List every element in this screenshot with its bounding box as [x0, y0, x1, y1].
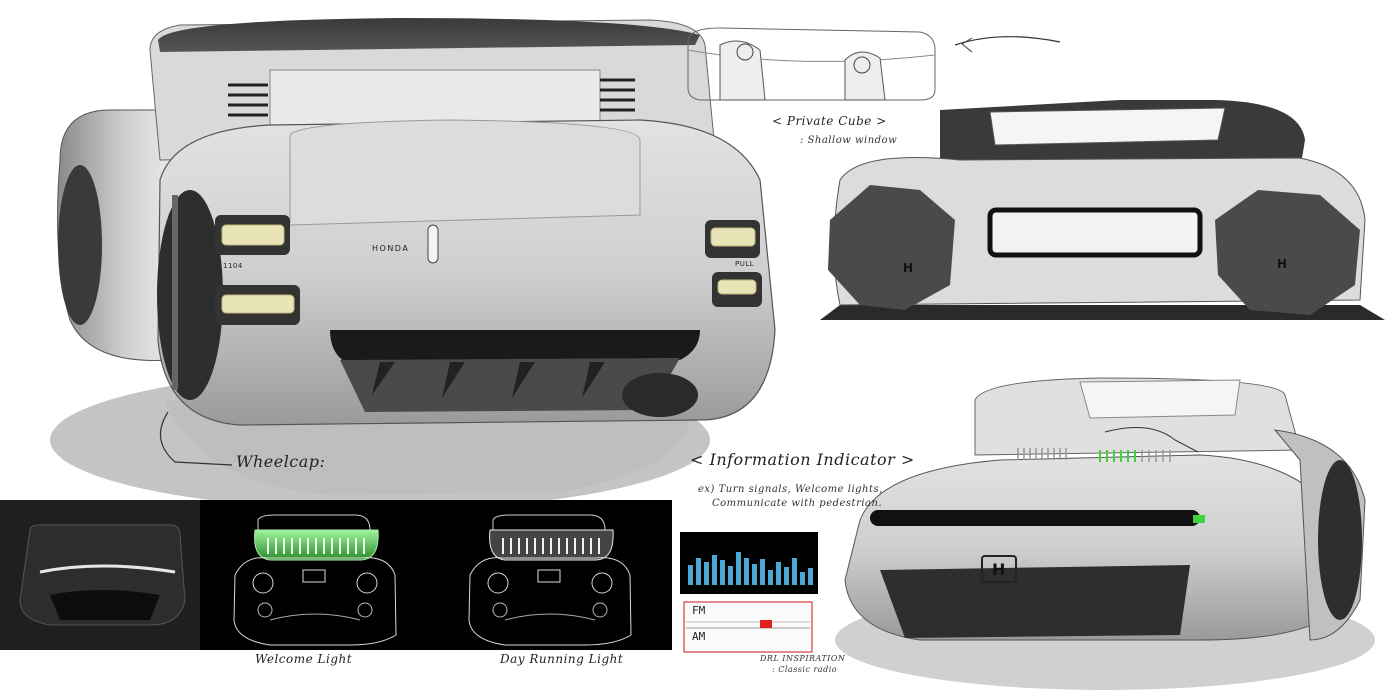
day-running-light-caption: Day Running Light: [500, 652, 624, 666]
main-car-lamps: [215, 215, 762, 325]
private-cube-annotation: < Private Cube >: [772, 114, 887, 128]
main-car-center-handle: [427, 224, 439, 264]
main-car-render: [50, 18, 776, 510]
svg-text:H: H: [1277, 257, 1287, 271]
main-car-front-wheel-right: [622, 373, 698, 417]
honda-h-logo-icon: H: [981, 555, 1017, 583]
main-car-roof: [158, 18, 700, 52]
main-car-front-wheel-left: [157, 190, 223, 400]
welcome-light-car: [233, 514, 397, 646]
information-indicator-annotation: < Information Indicator >: [690, 450, 915, 469]
lamp-left-label: 1104: [223, 262, 243, 270]
wide-car-wheel-left: [828, 185, 955, 310]
br-car-grille: [880, 565, 1190, 638]
main-car-vents: [228, 78, 635, 117]
wide-car-rear-glass: [987, 207, 1203, 258]
br-car-front-bar: [870, 510, 1200, 526]
honda-h-logo-icon: H H: [903, 257, 1287, 275]
information-note-line1: ex) Turn signals, Welcome lights,: [698, 484, 883, 495]
drl-inspiration-line1: DRL INSPIRATION: [760, 654, 846, 663]
main-car-rear-window: [269, 69, 601, 126]
br-car-wheel: [1318, 460, 1362, 620]
arrow-curve-icon: [1104, 427, 1199, 453]
drl-inspiration-line2: : Classic radio: [772, 665, 838, 674]
radio-band-am: AM: [692, 630, 706, 643]
rear-dark-car-sketch: [19, 524, 186, 626]
bottom-right-car-render: H: [835, 377, 1375, 690]
arrow-curve-icon: [159, 411, 233, 466]
svg-text:H: H: [992, 560, 1005, 579]
br-car-green-indicator: [1193, 515, 1205, 523]
radio-band-fm: FM: [692, 604, 706, 617]
equalizer-icon: [688, 552, 813, 585]
honda-front-badge: HONDA: [372, 244, 410, 253]
day-running-light-car: [468, 514, 632, 646]
svg-text:H: H: [903, 261, 913, 275]
wide-car-render: [820, 100, 1385, 320]
private-cube-note: : Shallow window: [800, 135, 898, 146]
arrow-curve-icon: [954, 36, 1061, 46]
radio-tuner-needle: [760, 620, 772, 628]
welcome-light-caption: Welcome Light: [255, 652, 353, 666]
main-car-hood: [289, 119, 641, 226]
lamp-right-label: PULL: [735, 260, 755, 268]
main-car-rear-wheel: [58, 165, 102, 325]
information-note-line2: Communicate with pedestrian.: [712, 498, 883, 509]
wheelcap-annotation: Wheelcap:: [236, 452, 326, 471]
radio-dial: [683, 601, 813, 653]
main-car-front-bumper-bar: [330, 330, 700, 362]
wide-car-ground: [820, 305, 1385, 320]
br-car-indicator-strip: [1017, 448, 1171, 462]
wide-car-wheel-right: [1215, 190, 1360, 315]
private-cube-sketch: [687, 27, 1061, 101]
welcome-lights-panel: [200, 500, 672, 650]
